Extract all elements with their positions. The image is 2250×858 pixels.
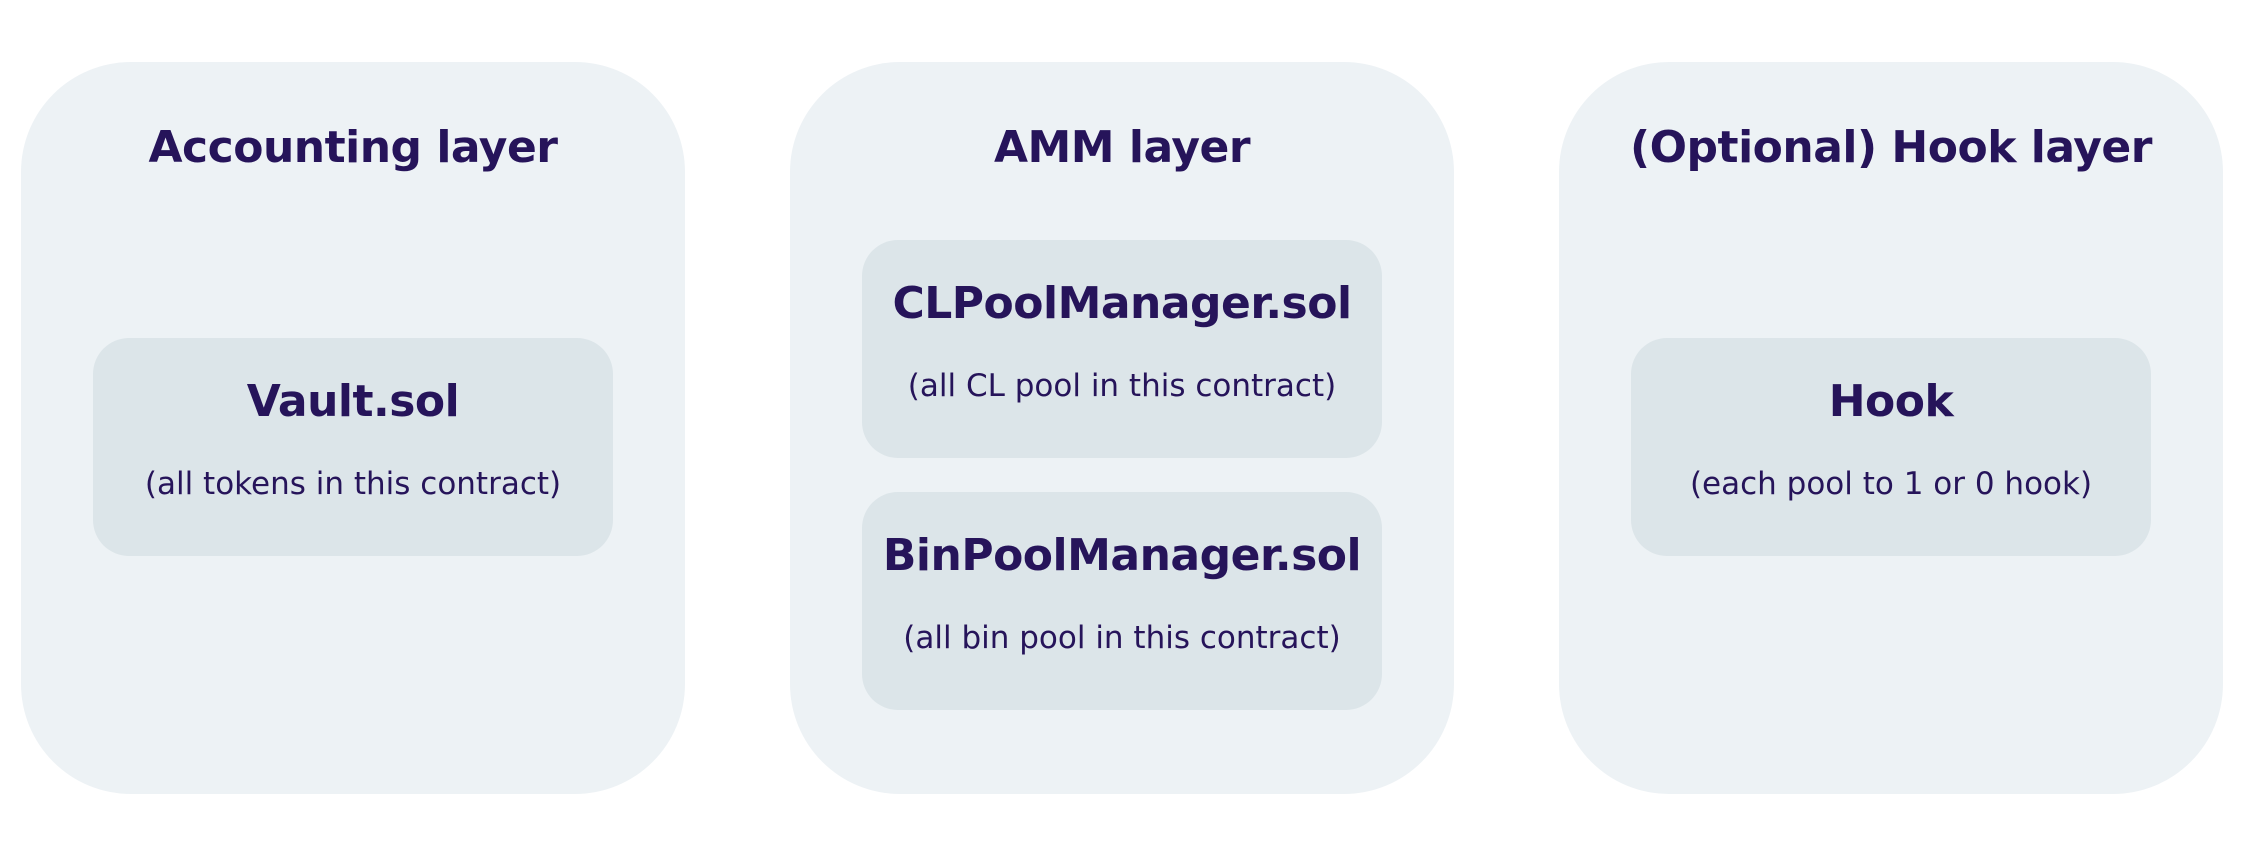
amm-layer-title: AMM layer: [993, 122, 1251, 173]
vault-card: Vault.sol (all tokens in this contract): [93, 338, 613, 556]
cl-pool-manager-card-description: (all CL pool in this contract): [907, 368, 1337, 404]
cl-pool-manager-card-title: CLPoolManager.sol: [892, 278, 1352, 329]
vault-card-title: Vault.sol: [246, 376, 460, 427]
cl-pool-manager-card: CLPoolManager.sol (all CL pool in this c…: [862, 240, 1382, 458]
bin-pool-manager-card-title: BinPoolManager.sol: [882, 530, 1362, 581]
hook-layer-title: (Optional) Hook layer: [1630, 122, 2152, 173]
hook-layer-panel: (Optional) Hook layer Hook (each pool to…: [1559, 62, 2223, 794]
accounting-layer-title: Accounting layer: [148, 122, 559, 173]
accounting-layer-panel: Accounting layer Vault.sol (all tokens i…: [21, 62, 685, 794]
hook-card: Hook (each pool to 1 or 0 hook): [1631, 338, 2151, 556]
hook-card-title: Hook: [1828, 376, 1954, 427]
hook-card-description: (each pool to 1 or 0 hook): [1689, 466, 2093, 502]
bin-pool-manager-card: BinPoolManager.sol (all bin pool in this…: [862, 492, 1382, 710]
vault-card-description: (all tokens in this contract): [144, 466, 562, 502]
bin-pool-manager-card-description: (all bin pool in this contract): [903, 620, 1341, 656]
amm-layer-panel: AMM layer CLPoolManager.sol (all CL pool…: [790, 62, 1454, 794]
